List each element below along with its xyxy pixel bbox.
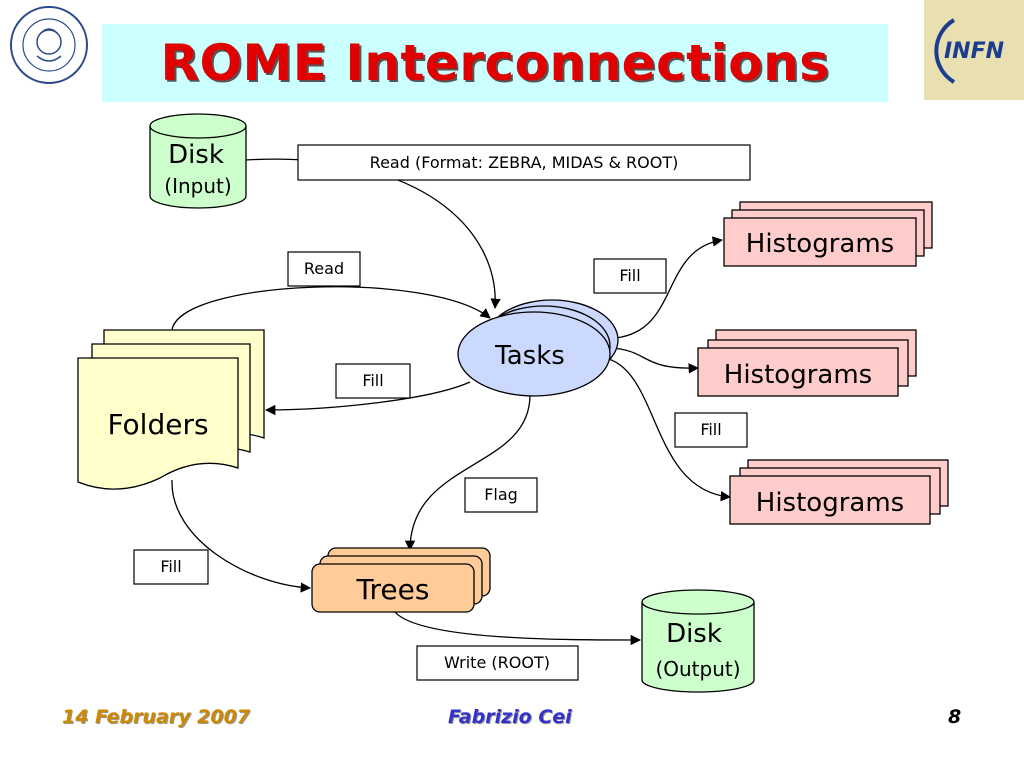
disk-output-sublabel: (Output) xyxy=(655,657,740,681)
disk-output-label: Disk xyxy=(666,619,722,649)
svg-text:Fill: Fill xyxy=(362,371,383,390)
histograms-3-label: Histograms xyxy=(756,488,904,518)
svg-text:Read (Format: ZEBRA, MIDAS & R: Read (Format: ZEBRA, MIDAS & ROOT) xyxy=(370,153,679,172)
svg-text:Write (ROOT): Write (ROOT) xyxy=(444,653,550,672)
title-bar: ROME Interconnections xyxy=(102,24,888,102)
label-flag: Flag xyxy=(464,477,538,513)
label-fill-hist3: Fill xyxy=(674,412,748,448)
infn-emblem-icon: INFN xyxy=(934,18,1004,84)
footer-date: 14 February 2007 xyxy=(62,706,251,728)
edge-tasks-to-trees xyxy=(404,394,531,552)
label-write-root: Write (ROOT) xyxy=(416,645,579,681)
edge-disk-to-tasks xyxy=(244,158,501,310)
infn-logo: INFN xyxy=(924,0,1024,100)
folders-label: Folders xyxy=(107,408,208,441)
label-fill-folders: Fill xyxy=(335,363,411,399)
tasks-node: Tasks xyxy=(457,299,619,397)
disk-input: Disk (Input) xyxy=(149,113,247,209)
svg-text:Fill: Fill xyxy=(700,420,721,439)
edge-tasks-to-histograms-3 xyxy=(604,357,732,502)
footer-author: Fabrizio Cei xyxy=(448,706,572,728)
label-read: Read xyxy=(287,251,361,287)
svg-text:Fill: Fill xyxy=(160,557,181,576)
slide-title: ROME Interconnections xyxy=(160,34,830,92)
disk-input-sublabel: (Input) xyxy=(164,174,231,198)
trees-node: Trees xyxy=(311,547,491,613)
edge-tasks-to-histograms-1 xyxy=(615,236,724,339)
histograms-node-1: Histograms xyxy=(723,201,933,267)
edge-tasks-to-histograms-2 xyxy=(609,347,700,374)
label-fill-hist1: Fill xyxy=(593,258,667,294)
trees-label: Trees xyxy=(356,573,430,606)
disk-input-label: Disk xyxy=(168,140,224,170)
label-read-format: Read (Format: ZEBRA, MIDAS & ROOT) xyxy=(297,144,751,181)
disk-output: Disk (Output) xyxy=(641,589,755,693)
histograms-2-label: Histograms xyxy=(724,360,872,390)
svg-text:Read: Read xyxy=(304,259,344,278)
histograms-node-2: Histograms xyxy=(697,329,917,397)
infn-logo-text: INFN xyxy=(944,39,1004,64)
edge-folders-to-tasks xyxy=(171,286,491,331)
svg-text:Fill: Fill xyxy=(619,266,640,285)
page-number: 8 xyxy=(948,706,962,728)
tasks-label: Tasks xyxy=(494,341,565,371)
edge-folders-to-trees xyxy=(171,479,312,593)
svg-text:Flag: Flag xyxy=(484,485,518,504)
folders-node: Folders xyxy=(77,329,265,490)
histograms-1-label: Histograms xyxy=(746,229,894,259)
university-seal-logo xyxy=(10,6,88,84)
histograms-node-3: Histograms xyxy=(729,459,949,525)
label-fill-trees: Fill xyxy=(133,549,209,585)
edge-trees-to-disk-output xyxy=(394,611,642,646)
edge-tasks-to-folders xyxy=(264,381,471,416)
